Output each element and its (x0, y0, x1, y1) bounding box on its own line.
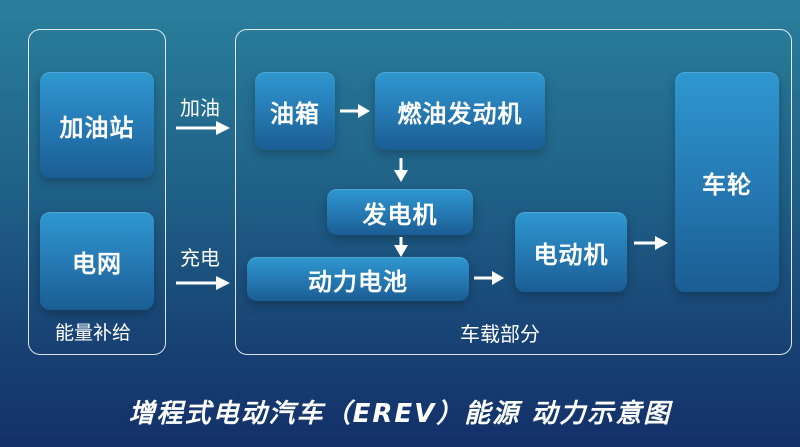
generator-node: 发电机 (327, 189, 473, 235)
arrow-tank-to-engine (340, 104, 370, 118)
engine-node: 燃油发动机 (375, 72, 545, 150)
arrow-generator-to-battery (394, 237, 408, 257)
diagram-caption: 增程式电动汽车（EREV）能源 动力示意图 (128, 399, 672, 429)
gas-station-node: 加油站 (40, 72, 154, 178)
vehicle-group-label: 车载部分 (460, 322, 540, 346)
energy-supply-group (28, 29, 166, 355)
arrow-motor-to-wheels (634, 236, 668, 250)
wheels-node: 车轮 (675, 72, 779, 292)
fuel-tank-node: 油箱 (255, 72, 335, 150)
arrow-engine-to-generator (394, 158, 408, 182)
arrow-refuel (176, 121, 230, 135)
arrow-battery-to-motor (474, 271, 504, 285)
energy-supply-group-label: 能量补给 (55, 322, 132, 344)
motor-node: 电动机 (515, 212, 627, 292)
charge-label: 充电 (180, 246, 220, 270)
battery-node: 动力电池 (247, 257, 469, 301)
arrow-charge (176, 276, 230, 290)
grid-node: 电网 (40, 212, 154, 310)
refuel-label: 加油 (180, 96, 220, 120)
vehicle-group (235, 29, 792, 355)
